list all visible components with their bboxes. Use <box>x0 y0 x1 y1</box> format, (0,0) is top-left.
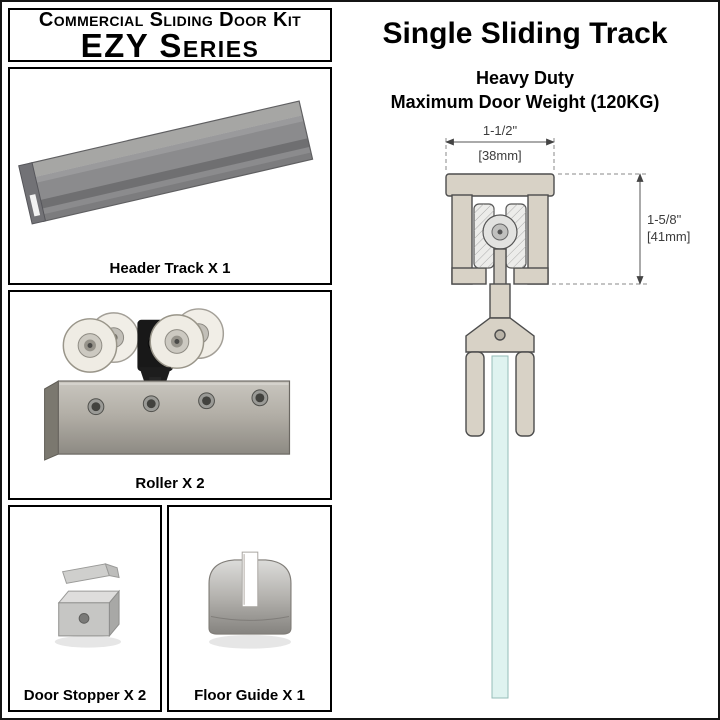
height-dim-inch-label: 1-5/8" <box>647 212 682 227</box>
spec-subtitle: Heavy Duty Maximum Door Weight (120KG) <box>391 66 660 114</box>
door-stopper-photo <box>10 507 160 685</box>
header-track-caption: Header Track X 1 <box>109 260 231 277</box>
clamp-screws <box>87 388 269 415</box>
header-track-photo <box>10 69 330 258</box>
kit-title: Commercial Sliding Door Kit <box>38 9 302 31</box>
hanger-clamp <box>465 248 535 437</box>
kit-series-title: EZY Series <box>80 27 260 62</box>
height-dim-mm-label: [41mm] <box>647 229 690 244</box>
floor-guide-caption: Floor Guide X 1 <box>194 687 305 704</box>
cross-section-diagram: 1-1/2" [38mm] 1-5/8" [41mm] <box>340 118 710 709</box>
floor-guide-illustration <box>207 551 292 649</box>
door-stopper-panel: Door Stopper X 2 <box>8 505 162 712</box>
track-bar <box>18 99 314 225</box>
roller-section <box>473 203 527 269</box>
width-dimension: 1-1/2" [38mm] <box>445 123 555 170</box>
kit-title-box: Commercial Sliding Door Kit EZY Series <box>8 8 332 62</box>
roller-clamp-body <box>44 379 291 461</box>
spec-title: Single Sliding Track <box>382 17 668 50</box>
roller-caption: Roller X 2 <box>135 475 205 492</box>
kit-parts-column: Commercial Sliding Door Kit EZY Series <box>8 8 332 712</box>
track-cross-section-svg: 1-1/2" [38mm] 1-5/8" [41mm] <box>445 123 690 699</box>
height-dimension: 1-5/8" [41mm] <box>552 173 690 285</box>
door-stopper-caption: Door Stopper X 2 <box>23 687 147 704</box>
width-dim-inch-label: 1-1/2" <box>483 123 518 138</box>
glass-door-panel <box>491 355 509 699</box>
floor-guide-panel: Floor Guide X 1 <box>167 505 332 712</box>
door-stopper-illustration <box>54 563 122 648</box>
spec-subtitle-heavy-duty: Heavy Duty <box>475 68 575 88</box>
track-profile <box>445 173 555 285</box>
roller-wheels <box>62 307 225 387</box>
clamp-prong-left <box>465 351 485 437</box>
header-track-panel: Header Track X 1 <box>8 67 332 285</box>
width-dim-mm-label: [38mm] <box>478 148 521 163</box>
spec-subtitle-max-weight: Maximum Door Weight (120KG) <box>390 92 660 112</box>
roller-photo <box>10 292 330 473</box>
header-track-illustration <box>18 99 314 225</box>
small-parts-row: Door Stopper X 2 <box>8 505 332 712</box>
floor-guide-photo <box>169 507 330 685</box>
clamp-prong-right <box>515 351 535 437</box>
roller-panel: Roller X 2 <box>8 290 332 500</box>
roller-illustration <box>44 307 291 461</box>
spec-column: Single Sliding Track Heavy Duty Maximum … <box>338 8 712 712</box>
